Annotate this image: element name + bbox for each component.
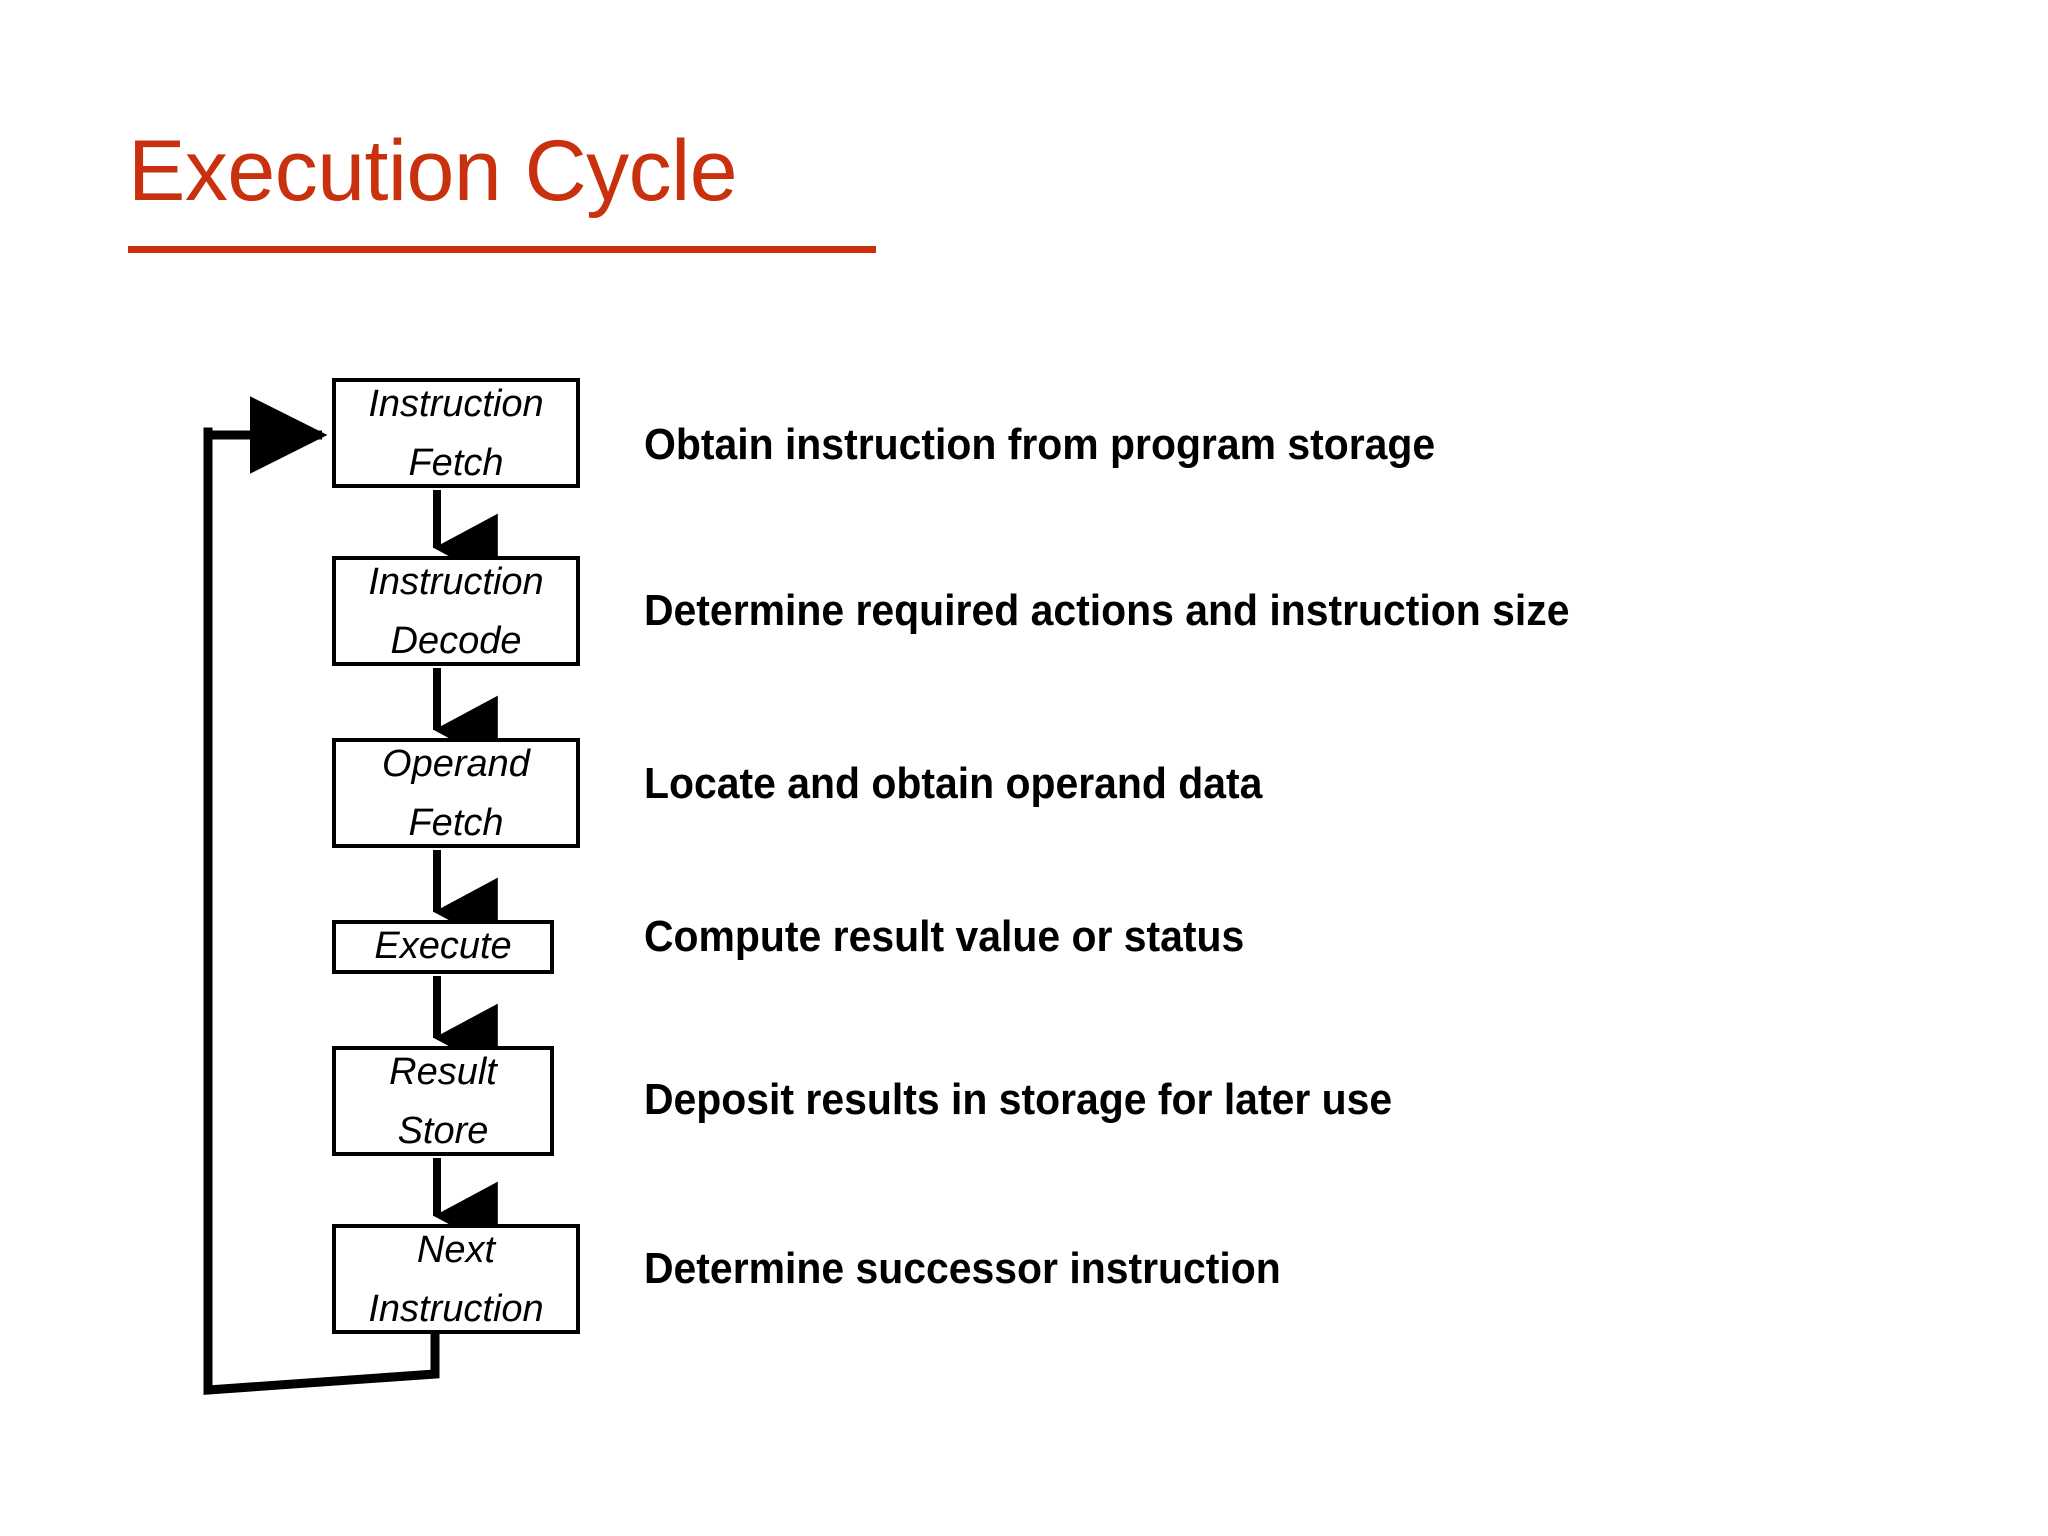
stage-description-instruction-decode: Determine required actions and instructi…	[644, 586, 1570, 635]
page-title-underline	[128, 246, 876, 253]
flow-box-label-line-2: Decode	[390, 620, 522, 662]
page-title: Execution Cycle	[128, 123, 738, 219]
flow-box-next-instruction[interactable]: Next Instruction	[332, 1224, 580, 1334]
flow-box-label-line-1: Execute	[374, 925, 512, 968]
stage-description-result-store: Deposit results in storage for later use	[644, 1075, 1393, 1124]
stage-description-instruction-fetch: Obtain instruction from program storage	[644, 420, 1436, 469]
flow-box-operand-fetch[interactable]: Operand Fetch	[332, 738, 580, 848]
stage-description-operand-fetch: Locate and obtain operand data	[644, 759, 1263, 808]
flow-box-label-line-2: Fetch	[408, 802, 504, 844]
flow-box-label-line-1: Result	[389, 1050, 497, 1093]
flow-box-instruction-fetch[interactable]: Instruction Fetch	[332, 378, 580, 488]
flow-box-label-line-1: Instruction	[368, 560, 544, 603]
flow-box-label-line-1: Next	[416, 1228, 496, 1271]
stage-description-next-instruction: Determine successor instruction	[644, 1244, 1281, 1293]
flow-box-execute[interactable]: Execute	[332, 920, 554, 974]
flow-box-label-line-2: Instruction	[368, 1288, 544, 1330]
flow-box-result-store[interactable]: Result Store	[332, 1046, 554, 1156]
flow-box-label-line-2: Store	[397, 1110, 489, 1152]
flow-box-label-line-2: Fetch	[408, 442, 504, 484]
flow-box-label-line-1: Instruction	[368, 382, 544, 425]
stage-description-execute: Compute result value or status	[644, 912, 1245, 961]
flow-box-label-line-1: Operand	[382, 742, 530, 785]
flow-box-instruction-decode[interactable]: Instruction Decode	[332, 556, 580, 666]
